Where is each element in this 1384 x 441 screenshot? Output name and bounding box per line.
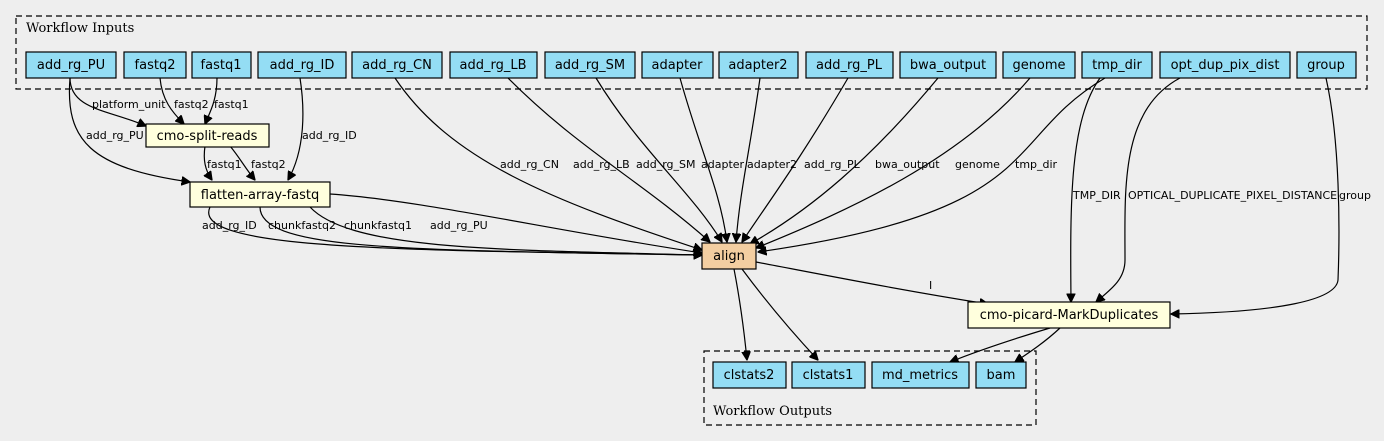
edge-label-genome: genome [955, 158, 1000, 171]
input-node-adapter[interactable]: adapter [641, 51, 714, 79]
svg-text:md_metrics: md_metrics [882, 368, 958, 383]
output-node-md-metrics[interactable]: md_metrics [871, 361, 970, 389]
svg-text:add_rg_ID: add_rg_ID [270, 58, 335, 73]
input-node-adapter2[interactable]: adapter2 [718, 51, 799, 79]
edge-label-add-rg-cn: add_rg_CN [500, 158, 559, 171]
input-node-bwa-output[interactable]: bwa_output [899, 51, 997, 79]
svg-text:add_rg_PL: add_rg_PL [816, 58, 883, 73]
edge-label-fastq2: fastq2 [174, 98, 209, 111]
edge-label-tmp-dir-upper: TMP_DIR [1072, 189, 1121, 202]
output-node-clstats2[interactable]: clstats2 [712, 361, 787, 389]
input-node-add-rg-sm[interactable]: add_rg_SM [544, 51, 636, 79]
edge-label-bwa-output: bwa_output [875, 158, 940, 171]
svg-text:add_rg_PU: add_rg_PU [37, 58, 105, 73]
svg-text:flatten-array-fastq: flatten-array-fastq [201, 188, 320, 203]
svg-text:genome: genome [1012, 58, 1065, 73]
input-node-add-rg-pl[interactable]: add_rg_PL [805, 51, 894, 79]
edge-labels: platform_unit fastq2 fastq1 add_rg_PU ad… [86, 98, 1371, 292]
inputs-cluster: Workflow Inputs [15, 15, 1368, 90]
svg-text:tmp_dir: tmp_dir [1092, 58, 1142, 73]
edge-label-group: group [1339, 189, 1371, 202]
svg-text:fastq2: fastq2 [135, 58, 176, 73]
svg-text:add_rg_CN: add_rg_CN [362, 58, 432, 73]
input-node-add-rg-lb[interactable]: add_rg_LB [449, 51, 538, 79]
edge-label-platform-unit: platform_unit [92, 98, 166, 111]
svg-text:adapter2: adapter2 [728, 58, 787, 73]
edge-label-flatten-add-rg-pu: add_rg_PU [430, 219, 488, 232]
edge-label-chunkfastq1: chunkfastq1 [344, 219, 412, 232]
edge-label-add-rg-lb: add_rg_LB [573, 158, 630, 171]
input-node-genome[interactable]: genome [1002, 51, 1076, 79]
input-node-fastq2[interactable]: fastq2 [123, 51, 187, 79]
input-node-group[interactable]: group [1296, 51, 1357, 79]
edges [68, 77, 1340, 362]
svg-text:clstats1: clstats1 [803, 368, 854, 383]
edge-label-add-rg-pu: add_rg_PU [86, 129, 144, 142]
input-node-tmp-dir[interactable]: tmp_dir [1081, 51, 1153, 79]
svg-text:add_rg_SM: add_rg_SM [555, 58, 625, 73]
step-node-align[interactable]: align [701, 242, 757, 270]
edge-label-split-fastq2: fastq2 [251, 158, 286, 171]
svg-text:opt_dup_pix_dist: opt_dup_pix_dist [1171, 58, 1280, 73]
output-node-bam[interactable]: bam [975, 361, 1027, 389]
svg-text:align: align [713, 249, 745, 264]
edge-label-add-rg-pl: add_rg_PL [804, 158, 861, 171]
step-node-cmo-picard-markduplicates[interactable]: cmo-picard-MarkDuplicates [967, 301, 1171, 329]
outputs-cluster-label: Workflow Outputs [713, 404, 832, 419]
input-node-opt-dup-pix-dist[interactable]: opt_dup_pix_dist [1159, 51, 1291, 79]
output-node-clstats1[interactable]: clstats1 [791, 361, 866, 389]
edge-label-chunkfastq2: chunkfastq2 [268, 219, 336, 232]
input-node-add-rg-cn[interactable]: add_rg_CN [351, 51, 443, 79]
edge-label-fastq1: fastq1 [214, 98, 249, 111]
svg-text:bam: bam [987, 368, 1016, 383]
input-nodes: add_rg_PU fastq2 fastq1 add_rg_ID add_rg… [25, 51, 1357, 79]
svg-text:group: group [1307, 58, 1345, 73]
inputs-cluster-label: Workflow Inputs [26, 21, 134, 36]
input-node-add-rg-id[interactable]: add_rg_ID [257, 51, 347, 79]
step-node-flatten-array-fastq[interactable]: flatten-array-fastq [189, 181, 331, 208]
edge-label-add-rg-sm: add_rg_SM [636, 158, 696, 171]
svg-text:clstats2: clstats2 [724, 368, 775, 383]
edge-label-adapter2: adapter2 [747, 158, 797, 171]
svg-text:add_rg_LB: add_rg_LB [460, 58, 527, 73]
svg-text:bwa_output: bwa_output [910, 58, 986, 73]
edge-label-adapter: adapter [701, 158, 745, 171]
outputs-cluster: Workflow Outputs [703, 350, 1037, 426]
edge-label-tmp-dir: tmp_dir [1015, 158, 1058, 171]
edge-label-optical-duplicate: OPTICAL_DUPLICATE_PIXEL_DISTANCE [1128, 189, 1337, 202]
edge-label-i: I [929, 279, 932, 292]
edge-label-split-fastq1: fastq1 [207, 158, 242, 171]
input-node-add-rg-pu[interactable]: add_rg_PU [25, 51, 117, 79]
step-node-cmo-split-reads[interactable]: cmo-split-reads [145, 123, 270, 148]
svg-text:cmo-split-reads: cmo-split-reads [157, 129, 258, 144]
output-nodes: clstats2 clstats1 md_metrics bam [712, 361, 1027, 389]
svg-text:fastq1: fastq1 [201, 58, 242, 73]
input-node-fastq1[interactable]: fastq1 [191, 51, 252, 79]
svg-text:cmo-picard-MarkDuplicates: cmo-picard-MarkDuplicates [980, 308, 1159, 323]
svg-text:adapter: adapter [652, 58, 704, 73]
edge-label-add-rg-id: add_rg_ID [302, 129, 357, 142]
step-nodes: cmo-split-reads flatten-array-fastq alig… [145, 123, 1171, 329]
edge-label-flatten-add-rg-id: add_rg_ID [202, 219, 257, 232]
